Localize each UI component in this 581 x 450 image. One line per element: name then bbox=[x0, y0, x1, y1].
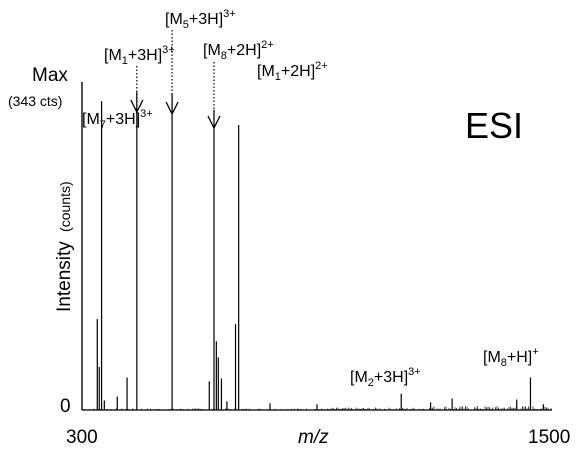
y-axis-label-unit: (counts) bbox=[57, 181, 73, 232]
arrow-head-m1-3h bbox=[130, 99, 144, 114]
x-tick-1500: 1500 bbox=[528, 427, 570, 448]
peak-label-m5-3h: [M5+3H]3+ bbox=[165, 8, 236, 31]
x-axis-label: m/z bbox=[298, 427, 329, 448]
y-axis-label: Intensity (counts) bbox=[54, 181, 75, 312]
peak-label-m8-2h: [M8+2H]2+ bbox=[203, 39, 274, 62]
peak-label-m8-h: [M8+H]+ bbox=[483, 346, 539, 369]
peak-label-m1-3h: [M1+3H]3+ bbox=[104, 44, 175, 67]
noise-trace bbox=[82, 406, 552, 410]
arrow-head-m8-2h bbox=[207, 115, 221, 130]
y-tick-max-note: (343 cts) bbox=[8, 93, 62, 109]
x-tick-300: 300 bbox=[66, 427, 98, 448]
y-axis-label-main: Intensity bbox=[54, 241, 75, 312]
peak-label-m2-3h: [M2+3H]3+ bbox=[350, 366, 421, 389]
chart-title: ESI bbox=[465, 105, 523, 146]
arrow-head-m5-3h bbox=[165, 101, 179, 116]
baseline-noise bbox=[82, 406, 552, 410]
peak-arrows bbox=[130, 30, 221, 130]
peak-labels: [M7+3H]3+ [M1+3H]3+ [M5+3H]3+ [M8+2H]2+[M1+… bbox=[82, 8, 539, 389]
y-tick-zero: 0 bbox=[60, 396, 71, 417]
y-tick-max: Max bbox=[32, 65, 68, 86]
peak-label-m1-2h: [M1+2H]2+ bbox=[257, 60, 328, 83]
spectrum-peaks bbox=[81, 82, 544, 410]
peak-label-m7-3h: [M7+3H]3+ bbox=[82, 108, 153, 131]
